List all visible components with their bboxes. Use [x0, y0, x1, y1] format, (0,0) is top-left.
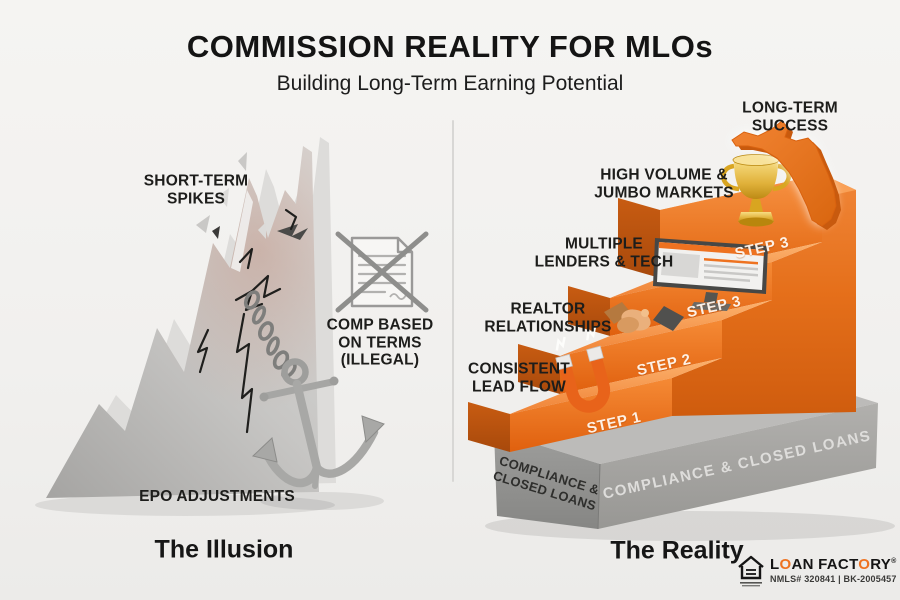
broken-chart-icon [46, 137, 336, 498]
illusion-illustration [35, 137, 429, 516]
brand-footer: LOAN FACTORY® NMLS# 320841 | BK-2005457 [736, 554, 896, 594]
handshake-icon [604, 302, 684, 334]
page-subtitle: Building Long-Term Earning Potential [276, 72, 624, 95]
nmls-license-text: NMLS# 320841 | BK-2005457 [770, 574, 897, 584]
anchor-shadow [260, 492, 384, 510]
no-document-icon [335, 231, 429, 313]
short-term-spikes-label: SHORT-TERM SPIKES [143, 172, 249, 207]
brand-part: RY [870, 556, 892, 573]
florida-state-icon [731, 120, 841, 230]
section-divider [452, 120, 454, 482]
high-volume-label: HIGH VOLUME & JUMBO MARKETS [594, 166, 734, 201]
monitor-icon [653, 238, 768, 311]
reality-caption: The Reality [610, 536, 744, 565]
consistent-lead-flow-label: CONSISTENT LEAD FLOW [468, 360, 570, 395]
long-term-success-label: LONG-TERM SUCCESS [742, 99, 838, 134]
mountain-shadow [35, 494, 335, 516]
brand-part: AN FACT [791, 556, 859, 573]
reality-illustration [468, 120, 895, 541]
brand-part-o: O [779, 556, 792, 573]
epo-adjustments-label: EPO ADJUSTMENTS [139, 488, 295, 506]
anchor-icon [251, 358, 385, 489]
page-title: COMMISSION REALITY FOR MLOs [186, 29, 714, 64]
trophy-icon [721, 154, 791, 227]
illusion-caption: The Illusion [154, 535, 294, 564]
brand-part-o: O [858, 556, 871, 573]
brand-part: L [770, 556, 780, 573]
comp-based-on-terms-label: COMP BASED ON TERMS (ILLEGAL) [326, 316, 434, 369]
brand-wordmark: LOAN FACTORY® [770, 556, 897, 573]
equal-housing-lender-icon [738, 555, 764, 587]
registered-mark: ® [891, 558, 897, 565]
multiple-lenders-label: MULTIPLE LENDERS & TECH [534, 235, 674, 270]
magnet-icon [555, 326, 611, 413]
realtor-relationships-label: REALTOR RELATIONSHIPS [484, 300, 612, 335]
